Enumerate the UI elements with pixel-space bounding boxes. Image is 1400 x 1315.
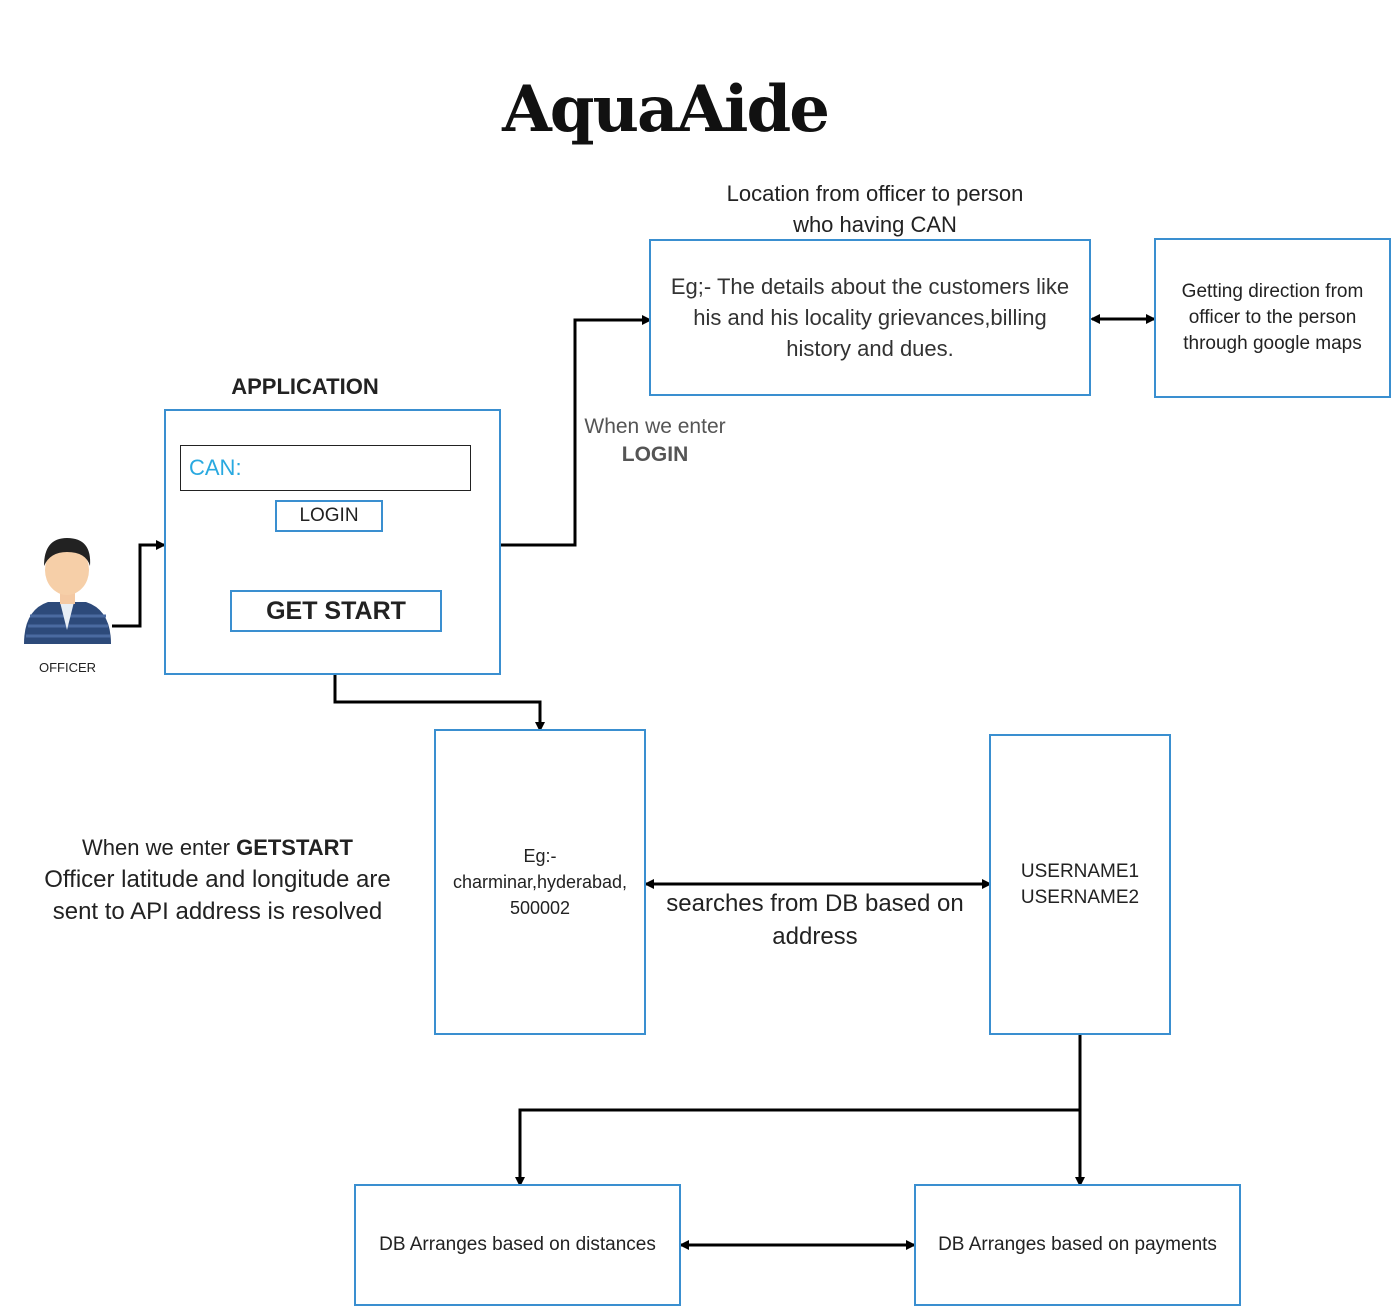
login-enter-caption: When we enter LOGIN [570, 413, 740, 469]
login-enter-label: When we enter [584, 415, 726, 438]
users-list: USERNAME1 USERNAME2 [1021, 859, 1139, 911]
login-button-label: LOGIN [299, 505, 359, 526]
arrow-app-to-details [500, 315, 652, 547]
user-item: USERNAME2 [1020, 886, 1140, 908]
getstart-desc-prefix: When we enter [82, 835, 237, 860]
getstart-desc-line3: sent to API address is resolved [52, 898, 383, 925]
application-heading: APPLICATION [231, 374, 379, 399]
get-start-button-label: GET START [266, 596, 406, 625]
search-caption: searches from DB based on address [666, 890, 964, 950]
db-payment-box: DB Arranges based on payments [914, 1184, 1241, 1306]
address-box: Eg:- charminar,hyderabad, 500002 [434, 729, 646, 1035]
directions-box: Getting direction from officer to the pe… [1154, 238, 1391, 398]
customer-details-text: Eg;- The details about the customers lik… [670, 274, 1070, 361]
officer-figure [20, 530, 115, 650]
location-caption-line2: who having CAN [793, 212, 957, 237]
page-title: AquaAide [502, 72, 830, 147]
getstart-desc-bold: GETSTART [236, 835, 353, 860]
arrow-app-to-address [333, 675, 545, 732]
getstart-desc-line2: Officer latitude and longitude are [44, 866, 391, 893]
db-distance-box: DB Arranges based on distances [354, 1184, 681, 1306]
directions-text: Getting direction from officer to the pe… [1181, 281, 1364, 354]
location-caption-line1: Location from officer to person [726, 181, 1024, 206]
location-caption: Location from officer to person who havi… [650, 178, 1100, 240]
officer-icon [24, 538, 111, 644]
customer-details-box: Eg;- The details about the customers lik… [649, 239, 1091, 396]
get-start-button[interactable]: GET START [230, 590, 442, 632]
users-box: USERNAME1 USERNAME2 [989, 734, 1171, 1035]
can-input-placeholder: CAN: [189, 455, 242, 480]
getstart-desc-line1: When we enter GETSTART [20, 832, 415, 864]
db-payment-text: DB Arranges based on payments [938, 1234, 1217, 1255]
application-panel: CAN: LOGIN GET START [164, 409, 501, 675]
address-text: Eg:- charminar,hyderabad, 500002 [452, 846, 628, 918]
login-enter-bold: LOGIN [621, 443, 689, 466]
db-distance-text: DB Arranges based on distances [379, 1234, 656, 1255]
officer-label: OFFICER [38, 660, 97, 675]
login-button[interactable]: LOGIN [275, 500, 383, 532]
can-input[interactable]: CAN: [180, 445, 471, 491]
arrow-officer-to-app [112, 540, 166, 628]
getstart-description: When we enter GETSTART Officer latitude … [20, 832, 415, 928]
user-item: USERNAME1 [1020, 860, 1140, 882]
arrow-users-to-distance [515, 1108, 1080, 1187]
